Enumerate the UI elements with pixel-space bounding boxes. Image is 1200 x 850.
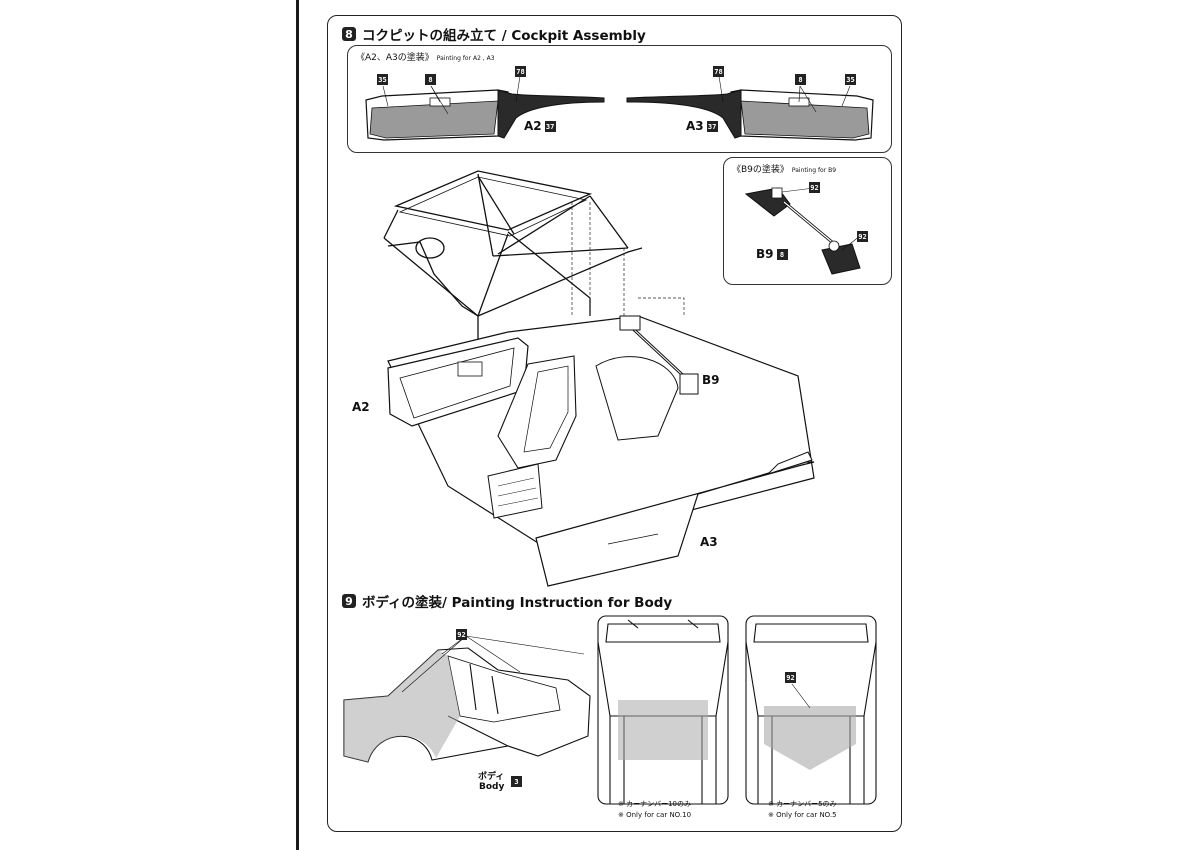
part-b9-text: B9 <box>756 247 774 261</box>
callout-78-left: 78 <box>515 66 526 77</box>
instruction-sheet: 8 コクピットの組み立て / Cockpit Assembly 《A2、A3の塗… <box>327 15 902 832</box>
note-car-10-jp: ※ カーナンバー10のみ <box>618 800 691 808</box>
paint-b9-title: 《B9の塗装》Painting for B9 <box>732 162 836 175</box>
step-8-heading: 8 コクピットの組み立て / Cockpit Assembly <box>342 24 646 44</box>
part-a2-text: A2 <box>524 119 542 133</box>
callout-8-left: 8 <box>425 74 436 85</box>
callout-35-left: 35 <box>377 74 388 85</box>
b9-shifter-drawing <box>744 187 861 275</box>
step-9-number: 9 <box>342 594 356 608</box>
binding-line <box>296 0 299 850</box>
note-car-5-en: ※ Only for car NO.5 <box>768 811 837 819</box>
step-9-title: ボディの塗装/ Painting Instruction for Body <box>362 595 673 611</box>
door-panels-drawing <box>365 75 874 141</box>
callout-92-body-side: 92 <box>456 629 467 640</box>
part-a3-badge: 37 <box>706 121 718 132</box>
paint-a2-a3-title: 《A2、A3の塗装》Painting for A2 , A3 <box>356 50 495 63</box>
callout-92-b9-top: 92 <box>809 182 820 193</box>
note-car-5: ※ カーナンバー5のみ ※ Only for car NO.5 <box>768 799 837 821</box>
callout-78-right: 78 <box>713 66 724 77</box>
a2-label: A2 <box>352 400 370 414</box>
body-part-label: ボディ Body <box>478 772 504 792</box>
body-badge: 3 <box>511 776 522 787</box>
body-drawings <box>343 615 877 805</box>
callout-8-right: 8 <box>795 74 806 85</box>
part-a3-text: A3 <box>686 119 704 133</box>
cockpit-exploded-drawing <box>383 170 815 587</box>
paint-a2-a3-title-jp: 《A2、A3の塗装》 <box>356 53 434 63</box>
body-label-en: Body <box>479 782 505 792</box>
step-8-number: 8 <box>342 27 356 41</box>
a3-label: A3 <box>700 535 718 549</box>
b9-label: B9 <box>702 373 720 387</box>
callout-92-body-top: 92 <box>785 672 796 683</box>
body-label-jp: ボディ <box>478 772 505 782</box>
callout-92-b9-bottom: 92 <box>857 231 868 242</box>
callout-35-right: 35 <box>845 74 856 85</box>
part-a2-badge: 37 <box>544 121 556 132</box>
paint-a2-a3-box: 《A2、A3の塗装》Painting for A2 , A3 35 8 78 <box>347 45 892 153</box>
paint-b9-title-jp: 《B9の塗装》 <box>732 165 789 175</box>
step-8-title: コクピットの組み立て / Cockpit Assembly <box>362 28 646 44</box>
step-9-heading: 9 ボディの塗装/ Painting Instruction for Body <box>342 591 672 611</box>
note-car-10: ※ カーナンバー10のみ ※ Only for car NO.10 <box>618 799 691 821</box>
note-car-10-en: ※ Only for car NO.10 <box>618 811 692 819</box>
part-b9-badge: 8 <box>776 249 788 260</box>
paint-a2-a3-title-en: Painting for A2 , A3 <box>436 55 495 62</box>
note-car-5-jp: ※ カーナンバー5のみ <box>768 800 837 808</box>
paint-b9-title-en: Painting for B9 <box>791 167 837 174</box>
